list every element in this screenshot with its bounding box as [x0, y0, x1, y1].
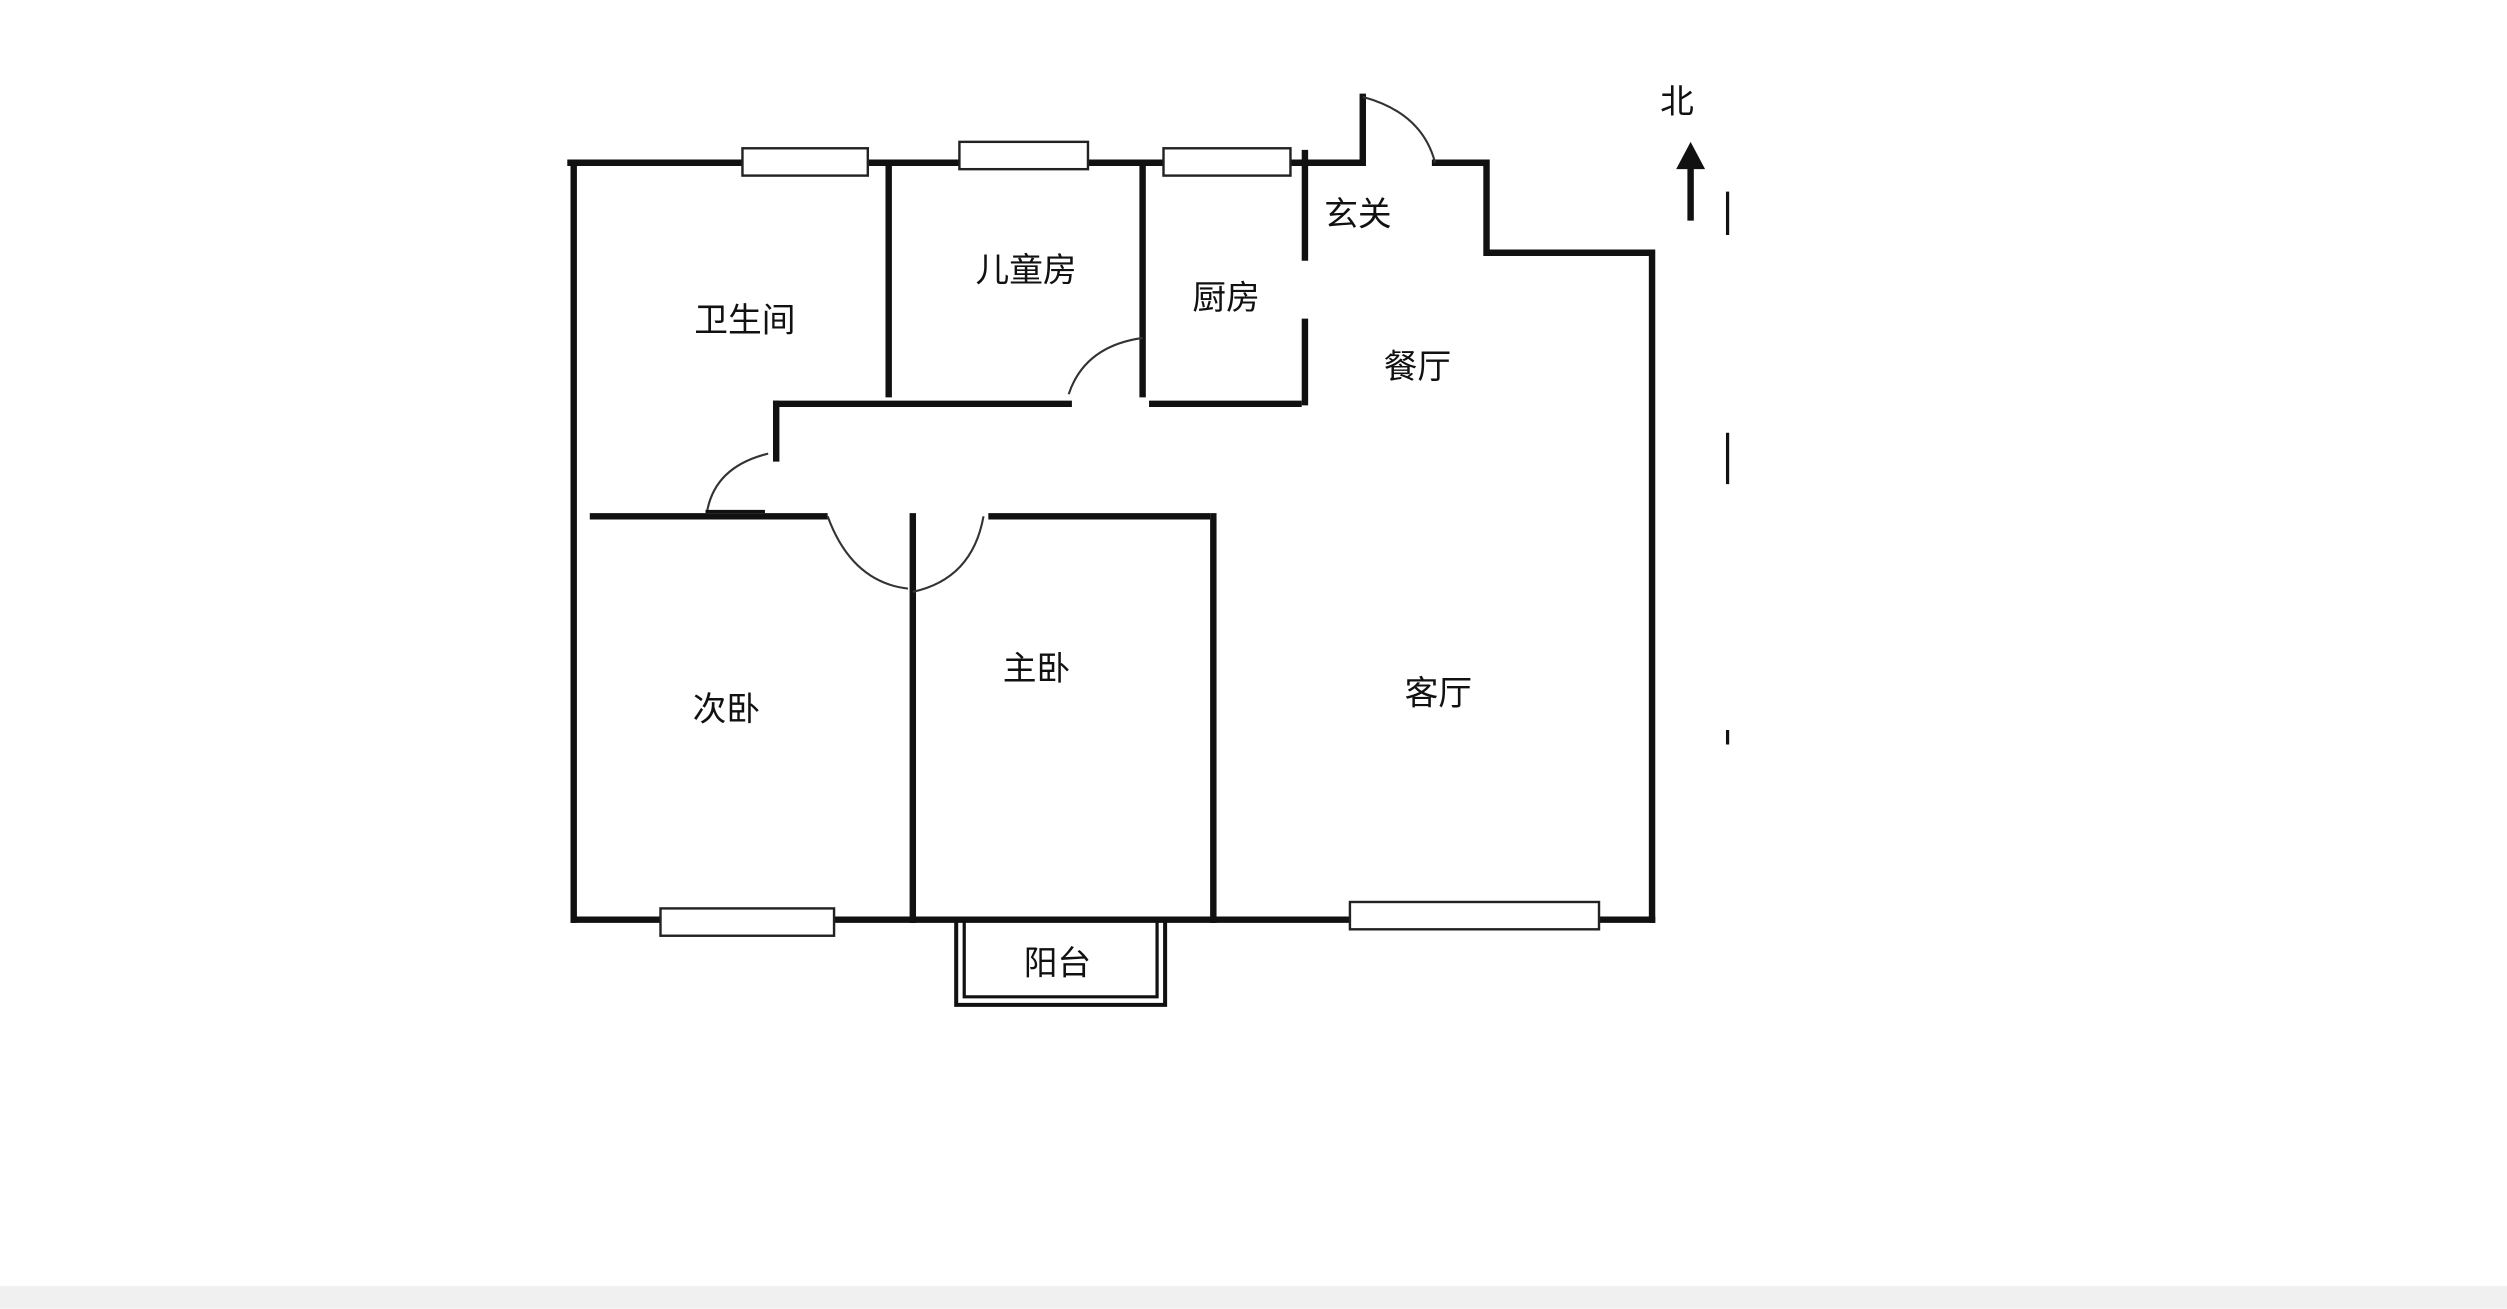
room-labels: 卫生间 儿童房 厨房 玄关 餐厅 次卧 主卧 客厅 阳台 [693, 194, 1472, 982]
room-label-living-room: 客厅 [1405, 673, 1472, 712]
window-kitchen [1162, 147, 1292, 177]
room-label-kids-room: 儿童房 [975, 251, 1076, 290]
arrow-up-icon [1676, 141, 1706, 170]
window-second-bedroom [659, 907, 836, 937]
windows [659, 140, 1601, 937]
room-label-master-bedroom: 主卧 [1003, 649, 1070, 688]
kitchen-door-arc [1067, 336, 1143, 395]
doors [705, 95, 1437, 593]
room-label-bathroom: 卫生间 [694, 300, 795, 339]
north-label: 北 [1660, 82, 1694, 121]
window-living-room [1348, 900, 1601, 931]
bathroom-door-arc [706, 452, 769, 512]
bottom-band [0, 1286, 2507, 1309]
north-arrow: 北 [1660, 82, 1706, 221]
window-kids-room [958, 140, 1090, 171]
room-label-balcony: 阳台 [1024, 943, 1091, 982]
walls [567, 93, 1730, 923]
room-label-kitchen: 厨房 [1192, 278, 1259, 317]
window-bathroom [741, 147, 870, 177]
room-label-dining: 餐厅 [1384, 347, 1451, 386]
second-bedroom-door-arc [826, 515, 909, 590]
balcony-outline [954, 917, 1168, 1007]
room-label-entrance: 玄关 [1324, 194, 1391, 233]
master-bedroom-door-arc [912, 516, 985, 593]
entry-door-arc [1362, 95, 1437, 164]
room-label-second-bedroom: 次卧 [693, 689, 760, 728]
